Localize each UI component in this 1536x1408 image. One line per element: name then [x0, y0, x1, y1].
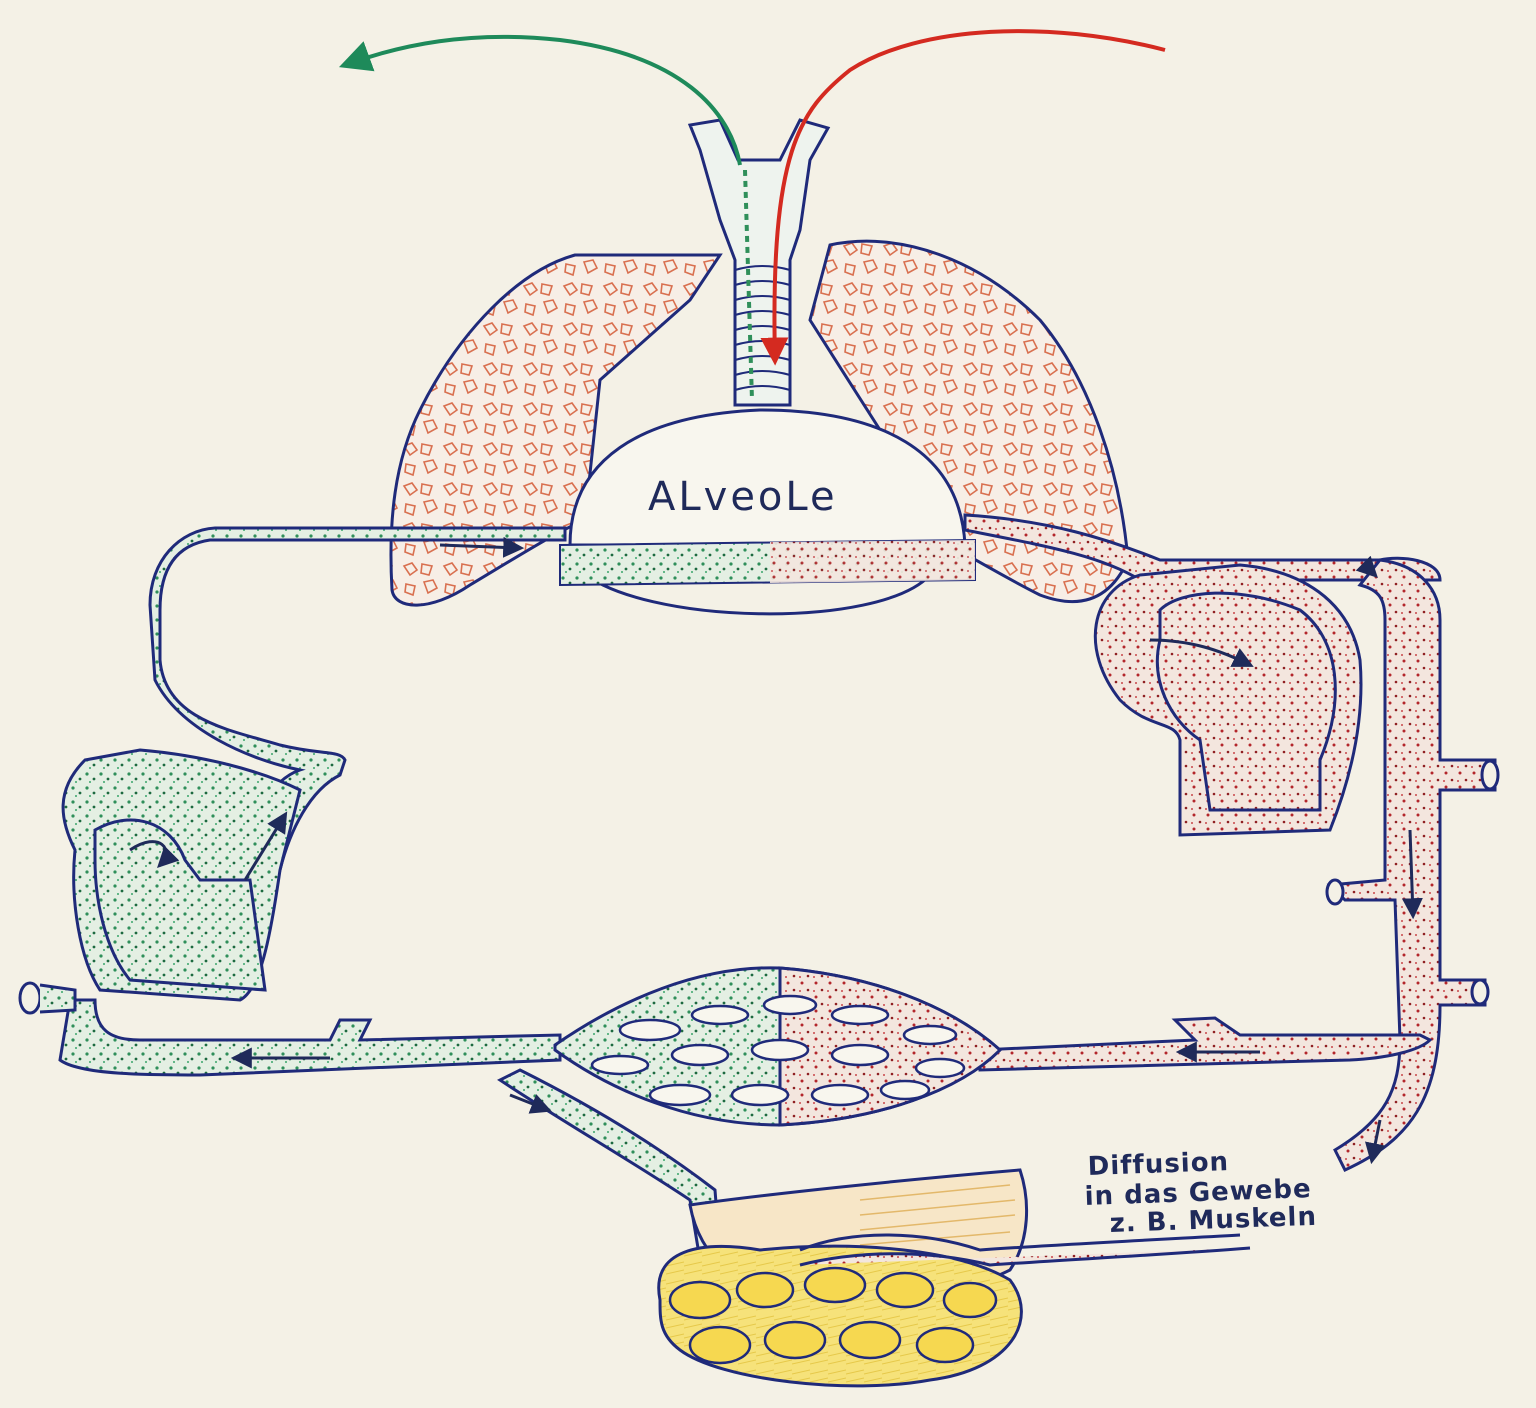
alveole-label: ALveoLe: [648, 474, 838, 520]
